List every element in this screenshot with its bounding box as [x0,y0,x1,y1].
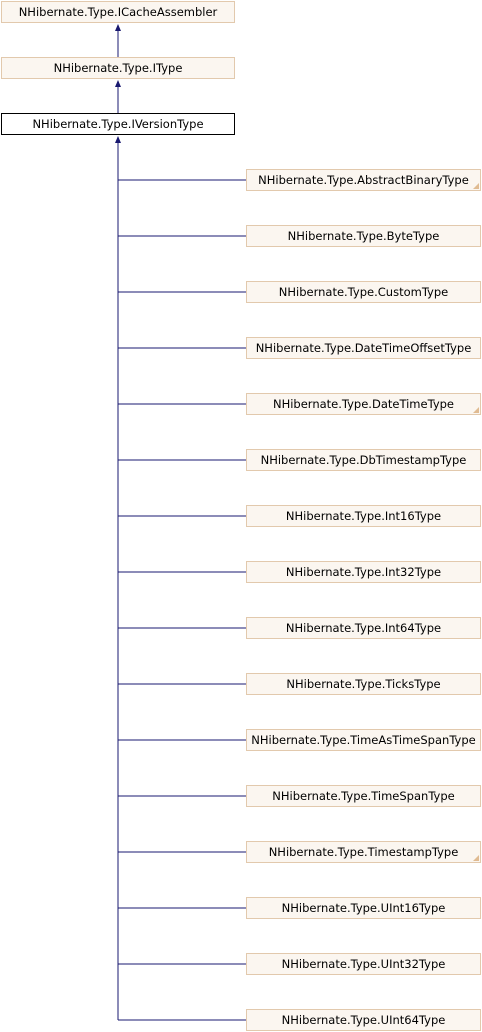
more-subclasses-fold-icon [473,855,479,861]
node-label: NHibernate.Type.IType [53,61,183,75]
node-datetimetype[interactable]: NHibernate.Type.DateTimeType [246,393,481,415]
node-label: NHibernate.Type.Int32Type [285,565,442,579]
node-label: NHibernate.Type.DateTimeType [272,397,455,411]
node-label: NHibernate.Type.DbTimestampType [260,453,467,467]
node-tickstype[interactable]: NHibernate.Type.TicksType [246,673,481,695]
arrowhead-icacheassembler [115,24,121,31]
node-customtype[interactable]: NHibernate.Type.CustomType [246,281,481,303]
node-iversiontype-current: NHibernate.Type.IVersionType [1,113,235,135]
node-icacheassembler[interactable]: NHibernate.Type.ICacheAssembler [1,1,235,23]
node-label: NHibernate.Type.Int64Type [285,621,442,635]
node-itype[interactable]: NHibernate.Type.IType [1,57,235,79]
node-label: NHibernate.Type.TimestampType [268,845,459,859]
node-label: NHibernate.Type.TimeSpanType [272,789,455,803]
node-label: NHibernate.Type.TimeAsTimeSpanType [251,733,476,747]
node-int64type[interactable]: NHibernate.Type.Int64Type [246,617,481,639]
node-timeastimespantype[interactable]: NHibernate.Type.TimeAsTimeSpanType [246,729,481,751]
node-datetimeoffsettype[interactable]: NHibernate.Type.DateTimeOffsetType [246,337,481,359]
node-label: NHibernate.Type.UInt64Type [281,1013,446,1027]
node-label: NHibernate.Type.DateTimeOffsetType [255,341,472,355]
node-uint64type[interactable]: NHibernate.Type.UInt64Type [246,1009,481,1031]
node-timespantype[interactable]: NHibernate.Type.TimeSpanType [246,785,481,807]
node-dbtimestamptype[interactable]: NHibernate.Type.DbTimestampType [246,449,481,471]
node-bytetype[interactable]: NHibernate.Type.ByteType [246,225,481,247]
node-int32type[interactable]: NHibernate.Type.Int32Type [246,561,481,583]
more-subclasses-fold-icon [473,183,479,189]
node-label: NHibernate.Type.ICacheAssembler [18,5,218,19]
node-label: NHibernate.Type.Int16Type [285,509,442,523]
node-uint16type[interactable]: NHibernate.Type.UInt16Type [246,897,481,919]
more-subclasses-fold-icon [473,407,479,413]
node-label: NHibernate.Type.UInt16Type [281,901,446,915]
node-label: NHibernate.Type.AbstractBinaryType [258,173,469,187]
node-label: NHibernate.Type.TicksType [286,677,441,691]
node-label: NHibernate.Type.UInt32Type [281,957,446,971]
node-label: NHibernate.Type.ByteType [287,229,440,243]
node-label: NHibernate.Type.IVersionType [32,117,204,131]
arrowhead-itype [115,80,121,87]
node-label: NHibernate.Type.CustomType [278,285,449,299]
node-uint32type[interactable]: NHibernate.Type.UInt32Type [246,953,481,975]
node-abstractbinarytype[interactable]: NHibernate.Type.AbstractBinaryType [246,169,481,191]
arrowhead-iversiontype [115,136,121,143]
node-timestamptype[interactable]: NHibernate.Type.TimestampType [246,841,481,863]
node-int16type[interactable]: NHibernate.Type.Int16Type [246,505,481,527]
